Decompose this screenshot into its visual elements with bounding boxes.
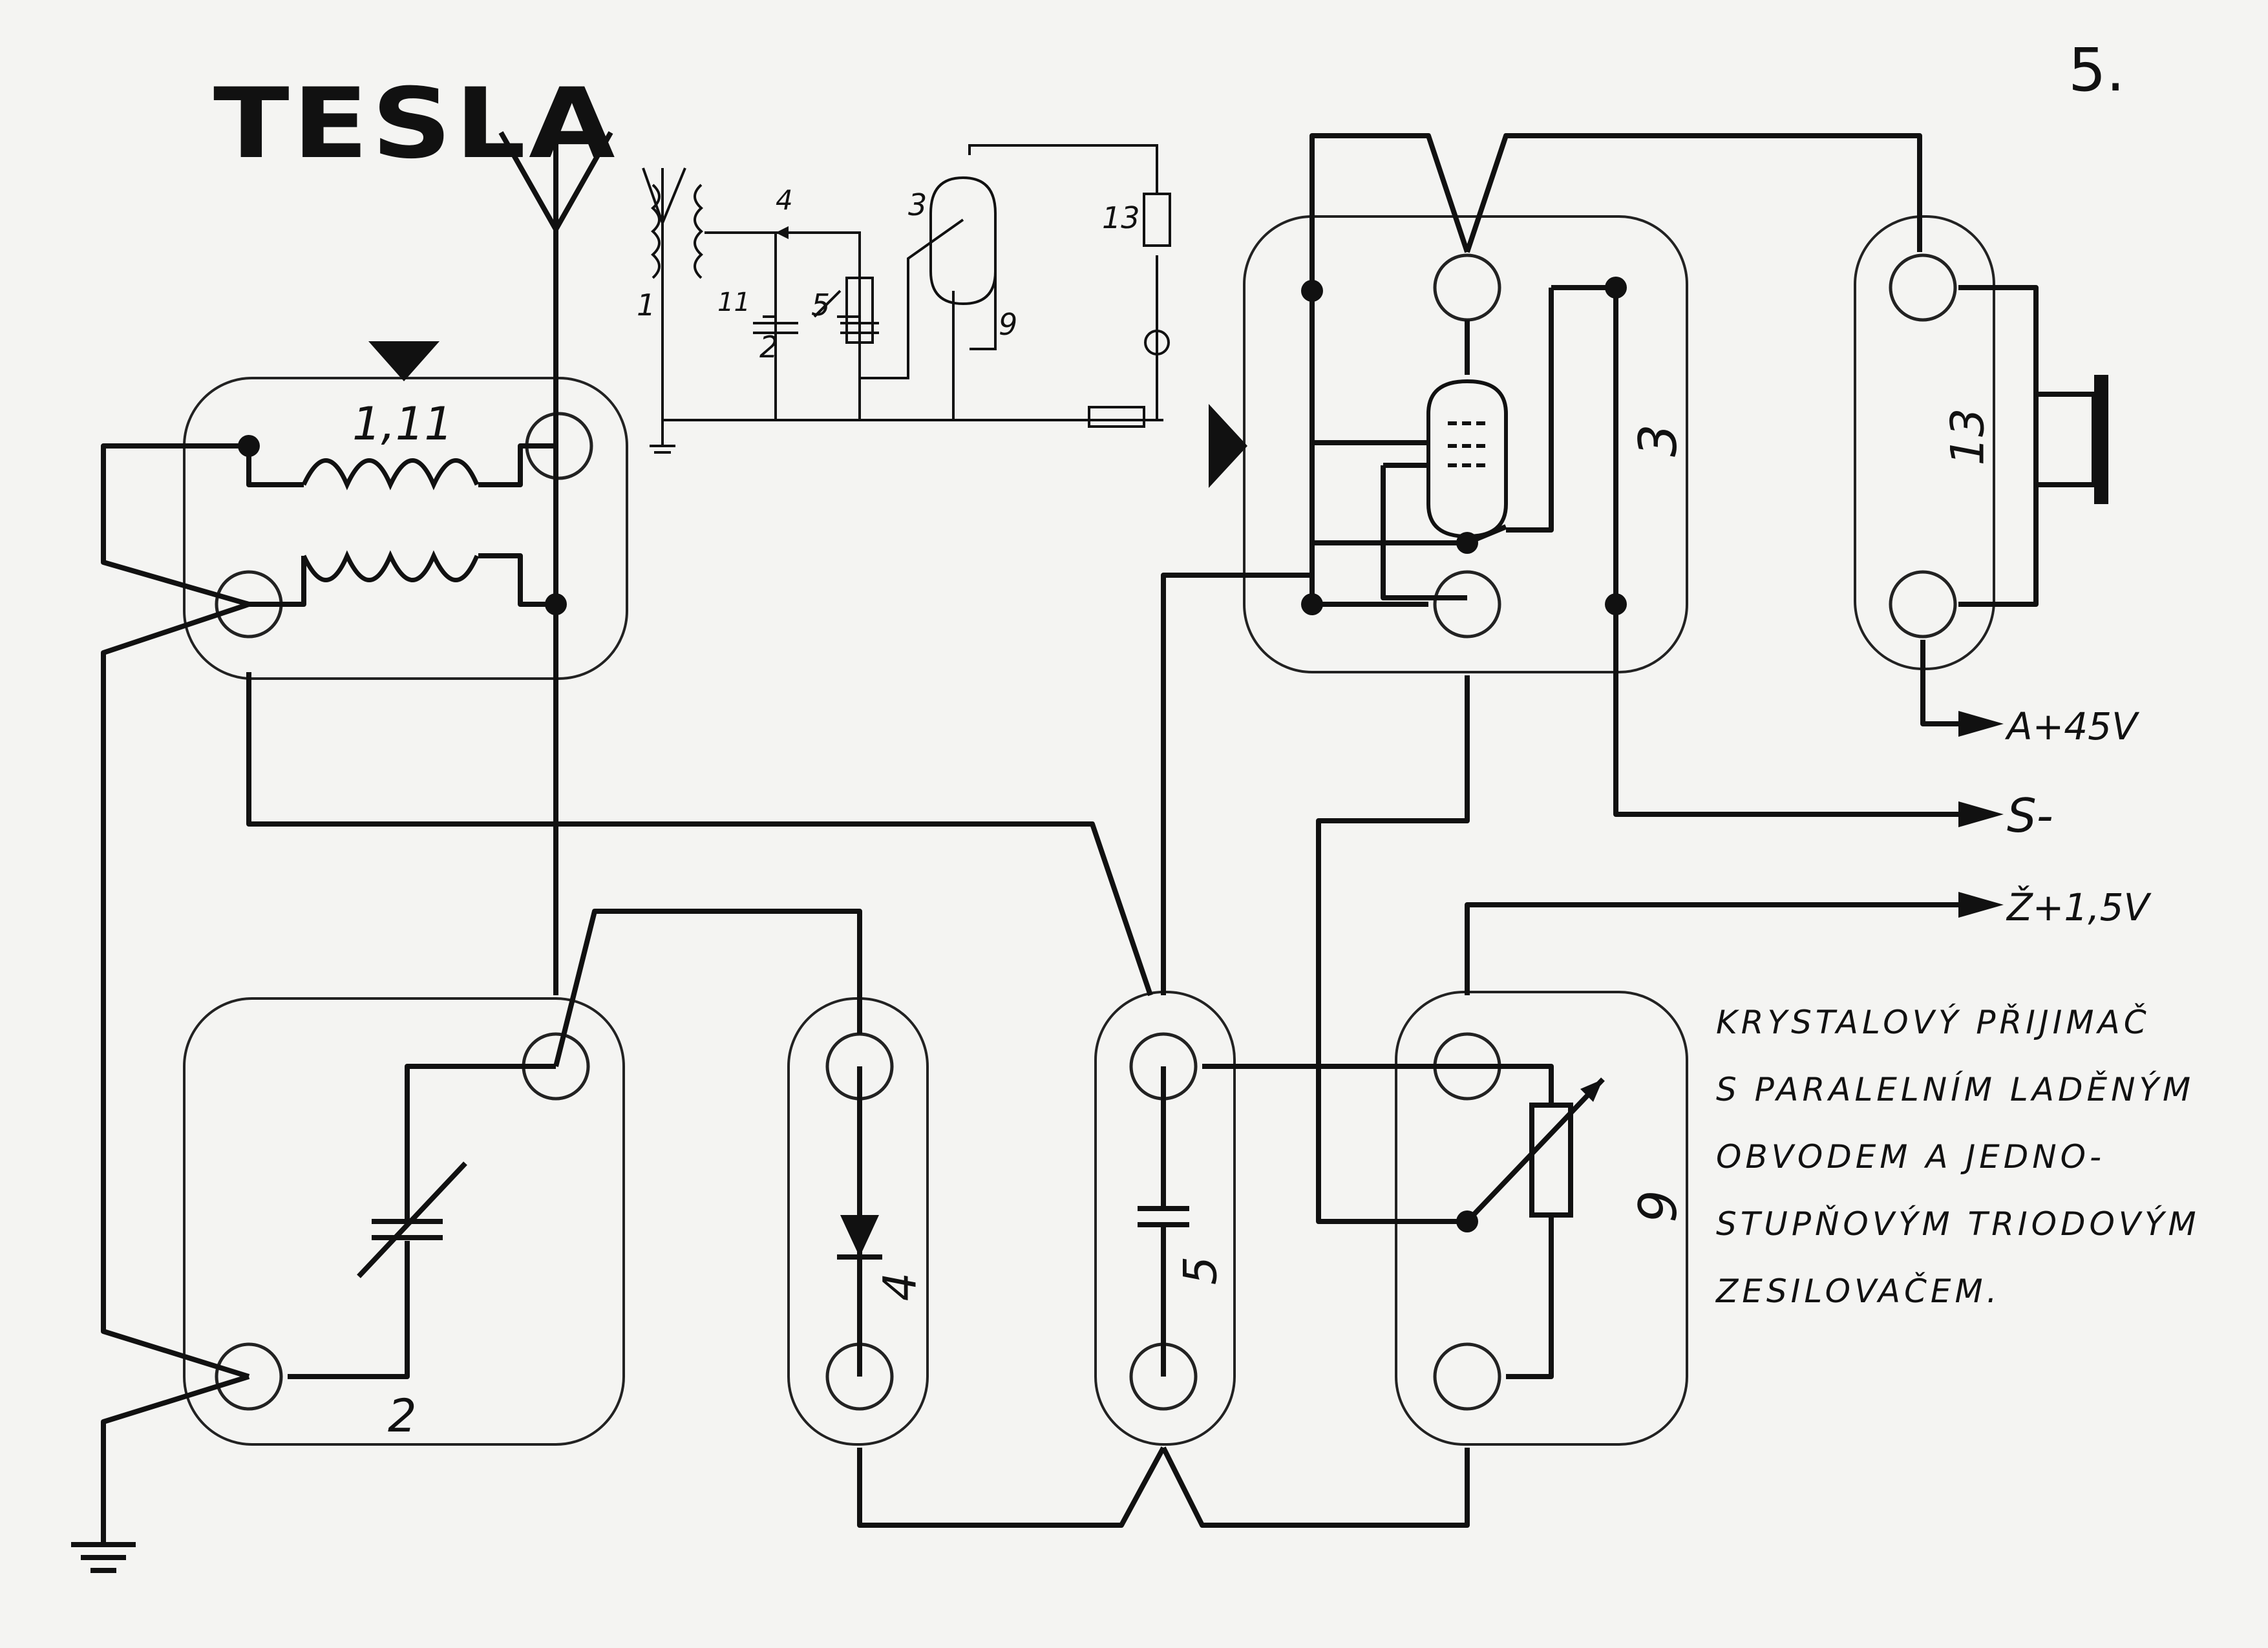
coil-windings xyxy=(301,458,480,582)
ref-label-secondary-coil: 11 xyxy=(717,288,750,317)
terminal-anode: A+45V xyxy=(2007,704,2137,748)
diode-symbol xyxy=(840,1215,879,1257)
label-earphone: 13 xyxy=(1941,408,1995,466)
ref-label-fixed-cap: 5 xyxy=(811,288,831,322)
junction-dots xyxy=(238,277,1627,1232)
label-potentiometer: 9 xyxy=(1627,1190,1688,1223)
description-line: KRYSTALOVÝ PŘIJIMAČ xyxy=(1716,1004,2150,1041)
description-line: ZESILOVAČEM. xyxy=(1716,1273,2001,1310)
pointer-markers xyxy=(368,341,2004,1102)
tube-symbol xyxy=(1426,379,1508,539)
terminal-common: S- xyxy=(2007,788,2053,843)
ref-label-primary-coil: 1 xyxy=(637,288,656,322)
potentiometer-symbol xyxy=(1529,1103,1573,1218)
terminal-filament: Ž+1,5V xyxy=(2007,885,2150,929)
label-capacitor: 2 xyxy=(388,1389,417,1442)
label-tube: 3 xyxy=(1627,424,1688,457)
capacitor-module xyxy=(183,997,625,1446)
description-line: OBVODEM A JEDNO- xyxy=(1716,1138,2106,1176)
ref-label-phones: 13 xyxy=(1102,200,1140,235)
potentiometer-module xyxy=(1395,991,1688,1446)
ref-label-tube: 3 xyxy=(908,187,927,222)
ref-label-diode: 4 xyxy=(776,184,793,216)
ref-label-variable-cap: 2 xyxy=(759,330,779,364)
brand-logo: TESLA xyxy=(213,68,619,180)
reference-schematic xyxy=(642,144,1171,454)
wires xyxy=(71,131,2039,1573)
label-diode: 4 xyxy=(873,1272,927,1302)
description-line: S PARALELNÍM LADĚNÝM xyxy=(1716,1071,2195,1108)
description-line: STUPŇOVÝM TRIODOVÝM xyxy=(1716,1205,2200,1243)
label-fixed-capacitor: 5 xyxy=(1174,1256,1227,1285)
page-number: 5. xyxy=(2068,36,2125,105)
ref-label-bias: 9 xyxy=(999,307,1018,342)
description: KRYSTALOVÝ PŘIJIMAČ S PARALELNÍM LADĚNÝM… xyxy=(1716,989,2246,1325)
label-coil: 1,11 xyxy=(352,397,453,450)
